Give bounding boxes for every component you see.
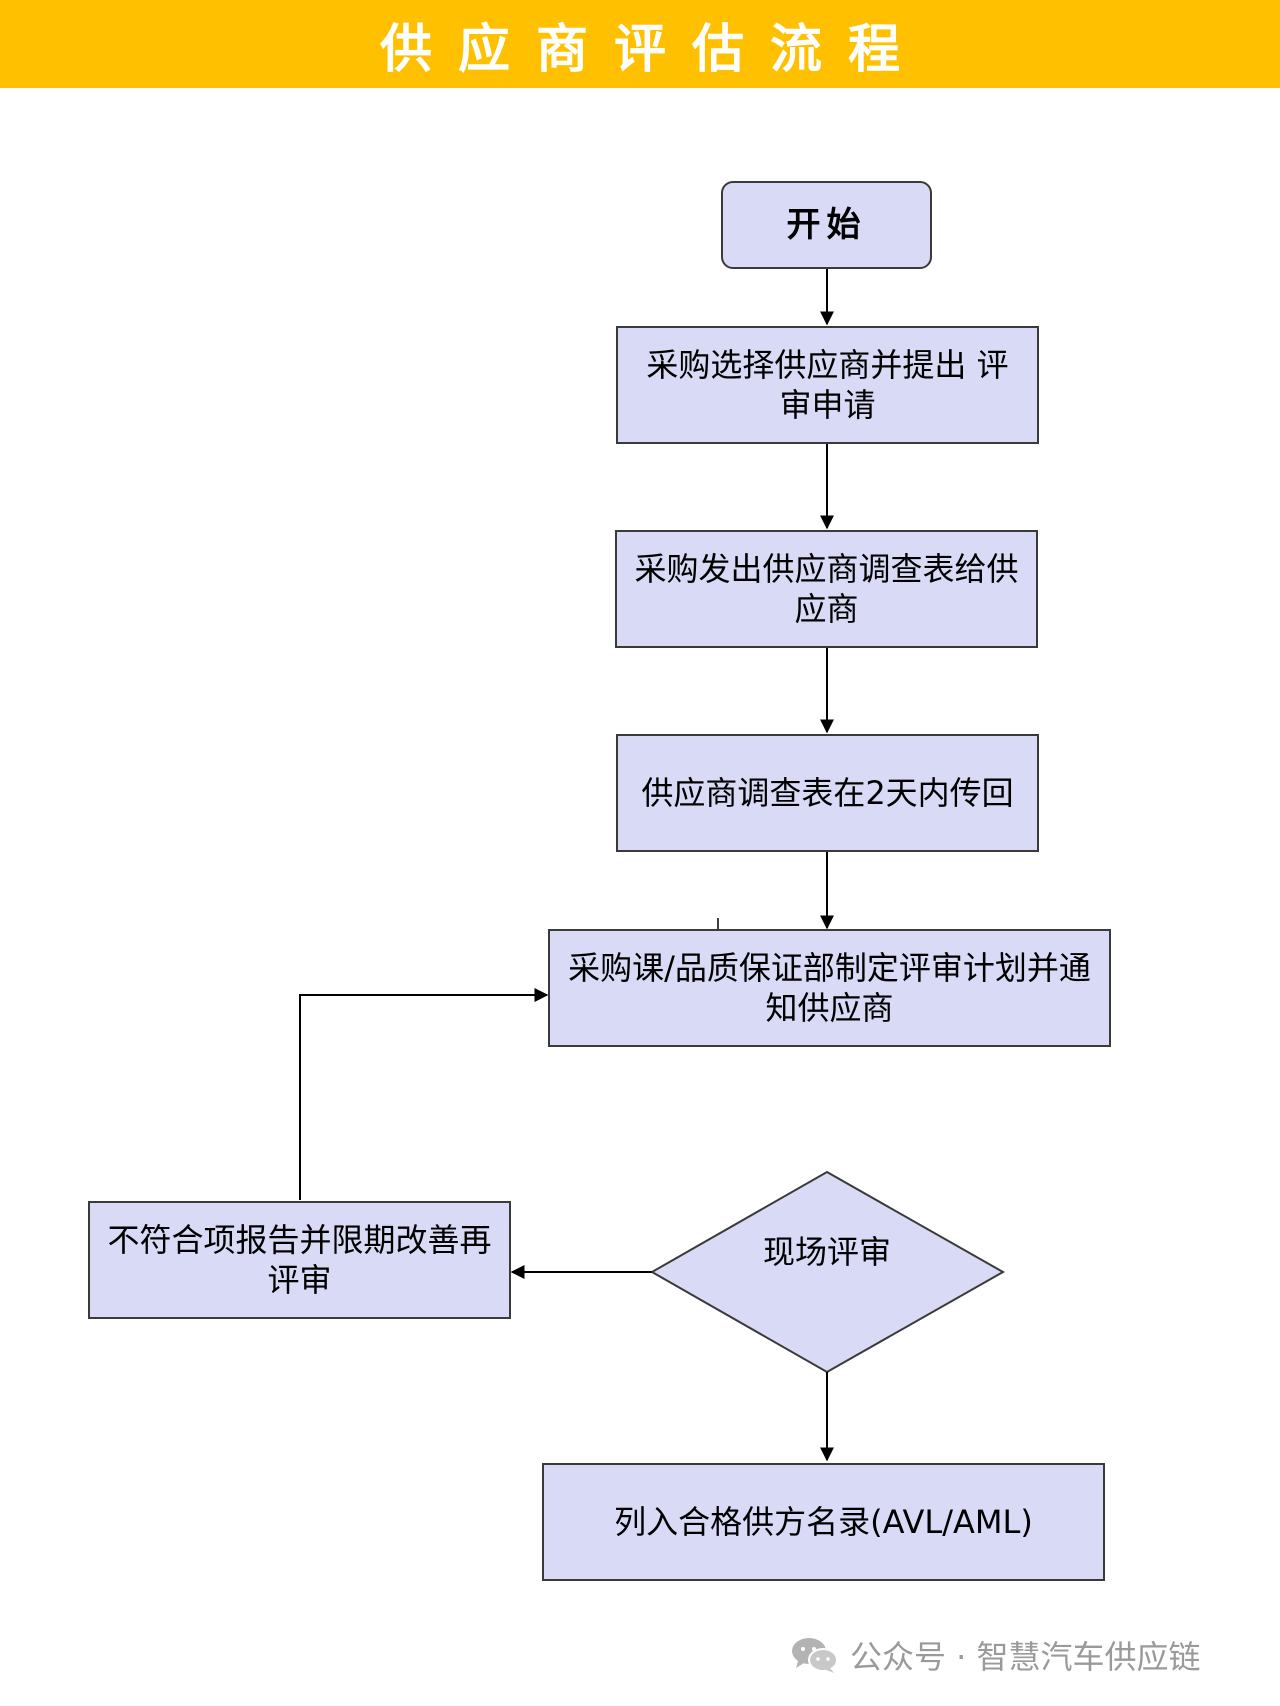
arrow-reject-to-step4 <box>299 988 549 1200</box>
footer-text: 公众号 · 智慧汽车供应链 <box>850 1638 1201 1676</box>
wechat-icon <box>792 1638 838 1673</box>
start-label: 开始 <box>786 205 867 245</box>
step-nonconformity-report: 不符合项报告并限期改善再评审 <box>88 1201 511 1319</box>
step-approved-supplier-list: 列入合格供方名录(AVL/AML) <box>542 1463 1105 1581</box>
start-node: 开始 <box>721 181 932 269</box>
step4-label: 采购课/品质保证部制定评审计划并通知供应商 <box>568 949 1091 1027</box>
footer-watermark: 公众号 · 智慧汽车供应链 <box>790 1630 1201 1680</box>
header-bar: 供应商评估流程 <box>0 0 1280 88</box>
end-label: 列入合格供方名录(AVL/AML) <box>614 1503 1033 1541</box>
step1-label: 采购选择供应商并提出 评审申请 <box>646 346 1009 424</box>
decision-diamond <box>649 1170 1006 1374</box>
step-audit-plan: 采购课/品质保证部制定评审计划并通知供应商 <box>548 929 1111 1047</box>
decision-label: 现场评审 <box>762 1233 891 1271</box>
step-submit-review-request: 采购选择供应商并提出 评审申请 <box>616 326 1039 444</box>
reject-label: 不符合项报告并限期改善再评审 <box>107 1221 492 1299</box>
step-send-questionnaire: 采购发出供应商调查表给供应商 <box>615 530 1038 648</box>
page-title: 供应商评估流程 <box>379 19 926 80</box>
step3-label: 供应商调查表在2天内传回 <box>641 774 1014 812</box>
step2-label: 采购发出供应商调查表给供应商 <box>634 550 1019 628</box>
step-questionnaire-returned: 供应商调查表在2天内传回 <box>616 734 1039 852</box>
